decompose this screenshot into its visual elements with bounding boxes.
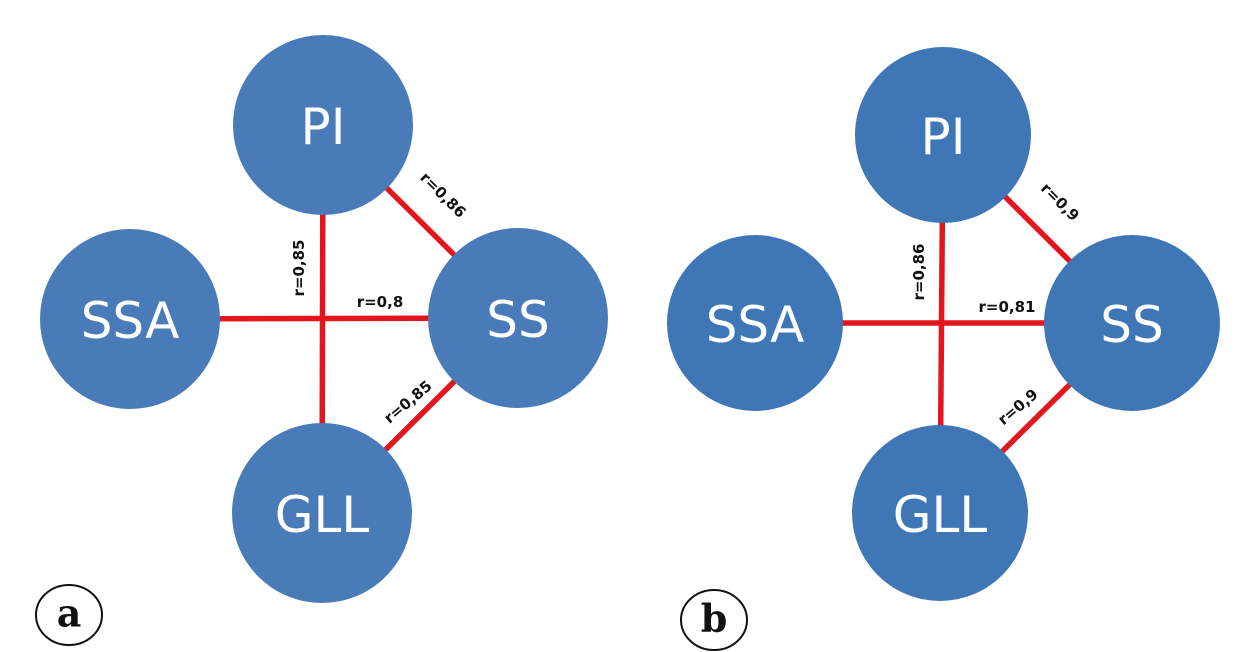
node-label: SSA: [81, 292, 180, 350]
edge-label: r=0,85: [380, 377, 435, 427]
node-circle: [40, 229, 220, 409]
node-gll: GLL: [232, 423, 412, 603]
node-ss: SS: [428, 228, 608, 408]
node-label: SS: [1100, 296, 1163, 354]
node-ssa: SSA: [40, 229, 220, 409]
edge-label: r=0,86: [910, 244, 928, 301]
node-pi: PI: [855, 47, 1031, 223]
node-label: GLL: [893, 486, 988, 544]
panel-badge: a: [35, 584, 103, 646]
node-circle: [1044, 235, 1220, 411]
node-circle: [855, 47, 1031, 223]
node-circle: [233, 35, 413, 215]
node-ss: SS: [1044, 235, 1220, 411]
edge-gll-ss: [999, 382, 1073, 454]
edge-ssa-ss: [218, 315, 430, 322]
edge-pi-ss: [384, 185, 457, 258]
panel-badge-circle: [680, 589, 748, 651]
panel-badge-label: a: [57, 591, 82, 636]
node-ssa: SSA: [667, 235, 843, 411]
node-pi: PI: [233, 35, 413, 215]
edge-gll-ss: [383, 378, 457, 453]
node-gll: GLL: [852, 425, 1028, 601]
node-circle: [852, 425, 1028, 601]
node-label: PI: [301, 98, 346, 156]
node-circle: [667, 235, 843, 411]
edge-label: r=0,81: [979, 298, 1036, 316]
edge-label: r=0,86: [416, 168, 469, 221]
node-circle: [428, 228, 608, 408]
node-circle: [232, 423, 412, 603]
node-label: GLL: [275, 486, 370, 544]
panel-badge-label: b: [701, 596, 728, 641]
panel-badge: b: [680, 589, 748, 651]
edge-label: r=0,8: [357, 293, 404, 311]
edge-label: r=0,9: [1037, 179, 1083, 225]
node-label: PI: [921, 108, 966, 166]
edge-pi-ss: [1002, 194, 1073, 264]
node-label: SSA: [706, 296, 805, 354]
edge-label: r=0,85: [290, 240, 308, 297]
panel-a: PI SSA SS GLL r=0,85 r=0,8 r=0,86 r=0,85 a: [35, 35, 608, 646]
panel-badge-circle: [35, 584, 103, 646]
node-label: SS: [486, 291, 549, 349]
